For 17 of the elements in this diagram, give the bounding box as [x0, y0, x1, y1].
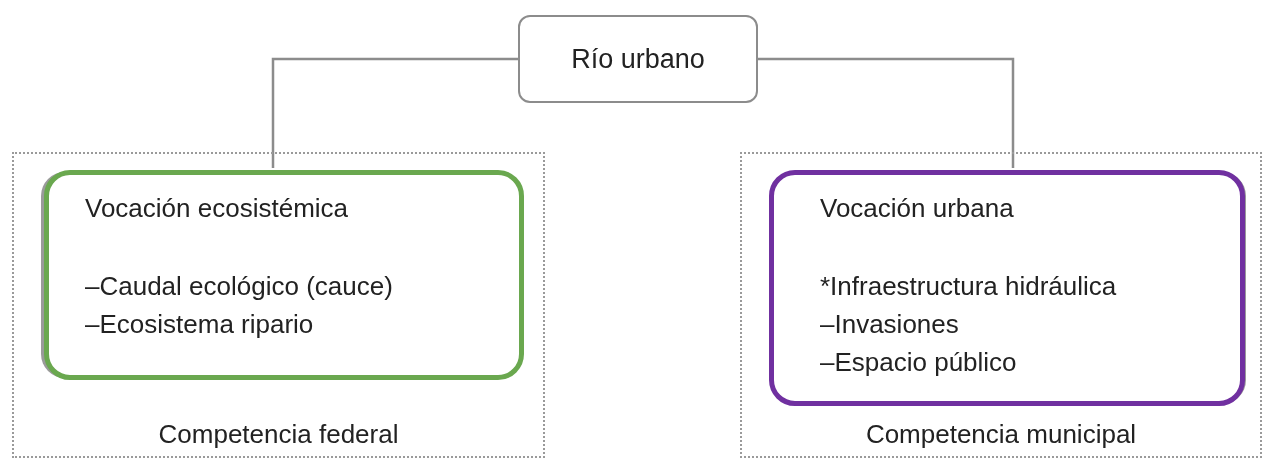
box-heading: Vocación urbana [820, 192, 1014, 225]
topic-box [518, 15, 758, 103]
list-item: *Infraestructura hidráulica [820, 270, 1117, 303]
connector-line [271, 57, 518, 168]
list-item: –Ecosistema ripario [85, 308, 314, 341]
category-box [44, 170, 524, 380]
group-caption: Competencia municipal [864, 418, 1138, 451]
list-item: –Caudal ecológico (cauce) [85, 270, 393, 303]
list-item: –Espacio público [820, 346, 1017, 379]
connector-line [758, 57, 1015, 168]
category-box [769, 170, 1245, 406]
group-caption: Competencia federal [157, 418, 400, 451]
dotted-group-frame [12, 152, 545, 458]
list-item: –Invasiones [820, 308, 959, 341]
topic-title: Río urbano [571, 42, 705, 76]
dotted-group-frame [740, 152, 1262, 458]
box-heading: Vocación ecosistémica [85, 192, 349, 225]
